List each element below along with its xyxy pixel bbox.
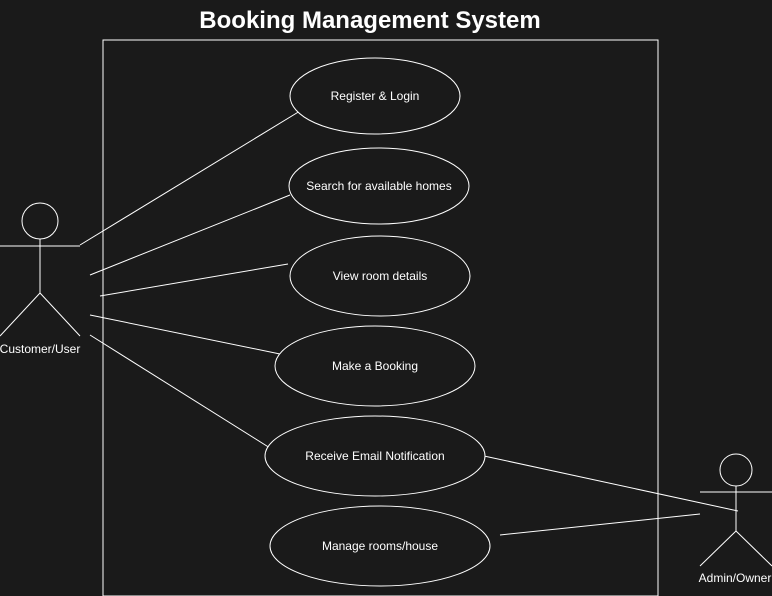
actor-leg [0,292,41,337]
diagram-title: Booking Management System [199,7,540,34]
use-case-label: Search for available homes [306,179,451,193]
association-line [89,314,281,355]
associations [79,110,739,536]
use-case-shape[interactable] [289,57,461,135]
use-case-manage-rooms[interactable]: Manage rooms/house [269,505,491,587]
association-line [483,455,739,512]
use-case-search-homes[interactable]: Search for available homes [288,147,470,225]
actor-leg [735,530,772,567]
actor-label: Admin/Owner [699,571,772,585]
association-line [99,263,289,297]
actor-leg [699,530,737,567]
use-case-shape[interactable] [274,325,476,407]
use-case-shape[interactable] [269,505,491,587]
association-line [89,194,291,276]
association-line [79,110,301,246]
use-case-label: Make a Booking [332,359,418,373]
use-case-label: Manage rooms/house [322,539,438,553]
use-case-view-room-details[interactable]: View room details [289,235,471,317]
actor-label: Customer/User [0,342,80,356]
use-case-shape[interactable] [289,235,471,317]
use-case-label: View room details [333,269,428,283]
actor-admin[interactable]: Admin/Owner [699,453,772,585]
actor-customer[interactable]: Customer/User [0,202,81,356]
association-line [499,513,701,536]
use-case-register-login[interactable]: Register & Login [289,57,461,135]
association-line [89,334,271,449]
use-case-make-booking[interactable]: Make a Booking [274,325,476,407]
use-case-label: Register & Login [331,89,420,103]
use-case-label: Receive Email Notification [305,449,444,463]
actor-leg [39,292,81,337]
use-case-shape[interactable] [264,415,486,497]
use-case-shape[interactable] [288,147,470,225]
use-case-email-notification[interactable]: Receive Email Notification [264,415,486,497]
